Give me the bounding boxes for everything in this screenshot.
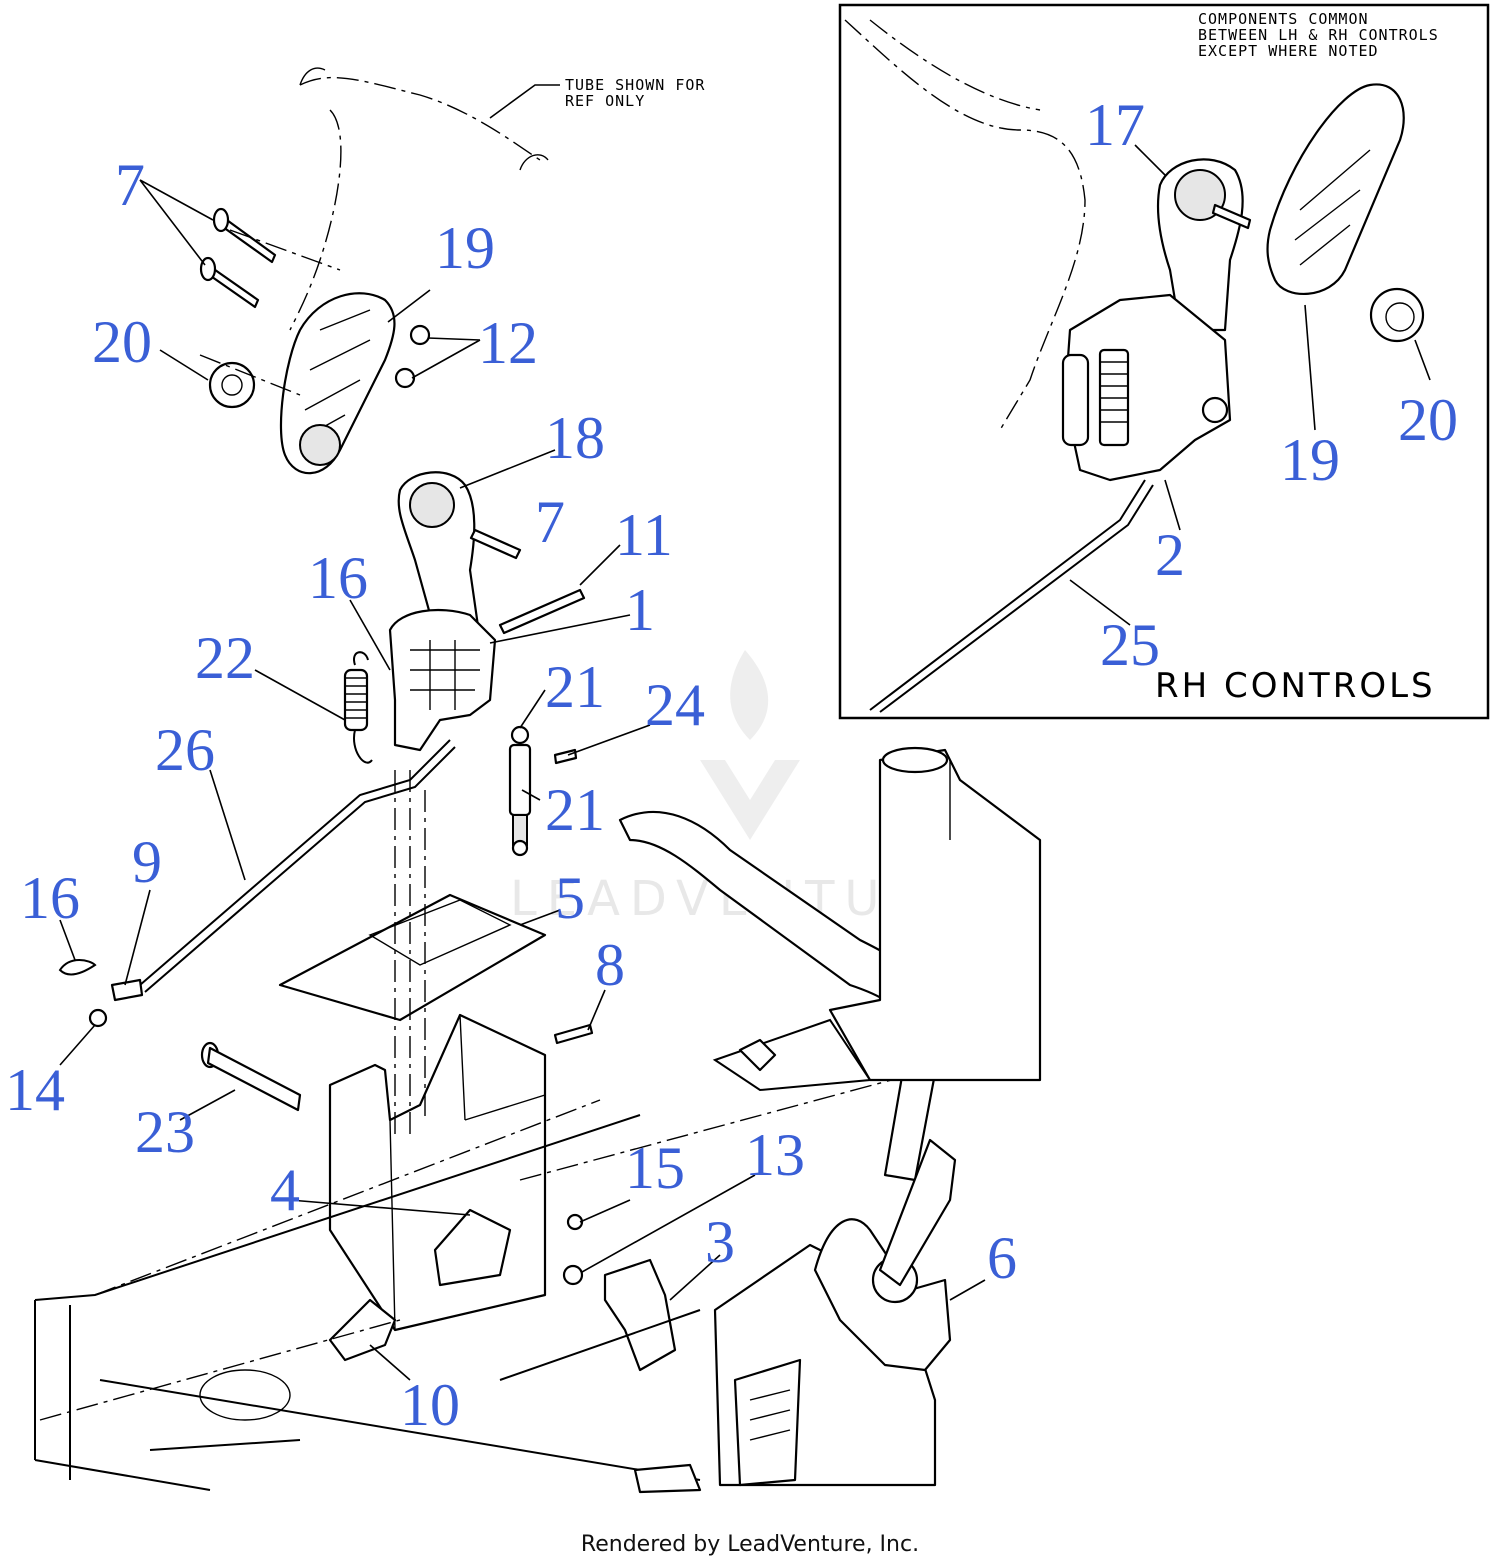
callout-21: 21	[545, 777, 605, 843]
tube-ref-note-line2: REF ONLY	[565, 92, 645, 110]
callout-13: 13	[745, 1122, 805, 1188]
callout-18: 18	[545, 405, 605, 471]
control-rod-26	[139, 739, 451, 986]
callout-4: 4	[270, 1157, 300, 1223]
callout-15: 15	[625, 1135, 685, 1201]
callout-14: 14	[5, 1057, 65, 1123]
callout-19: 19	[1280, 427, 1340, 493]
callout-24: 24	[645, 672, 705, 738]
footer-credit: Rendered by LeadVenture, Inc.	[580, 1532, 920, 1557]
washer-15	[566, 1213, 584, 1231]
swivel-9	[110, 978, 144, 1002]
callout-8: 8	[595, 932, 625, 998]
bracket-3	[603, 1258, 677, 1372]
damper-21	[508, 725, 532, 857]
callout-11: 11	[615, 502, 673, 568]
rod-25	[869, 479, 1146, 711]
plate-5	[278, 893, 547, 1022]
callout-17: 17	[1085, 92, 1145, 158]
callout-1: 1	[625, 577, 655, 643]
callout-19: 19	[435, 215, 495, 281]
pin-16	[58, 959, 97, 976]
bracket-4	[433, 1208, 512, 1287]
callout-20: 20	[92, 309, 152, 375]
screw-24	[553, 748, 578, 765]
reference-tube	[289, 76, 541, 331]
callout-23: 23	[135, 1099, 195, 1165]
callout-7: 7	[535, 489, 565, 555]
main-exploded-view: 7 19 20 12 18 7 11 16 1 22 21 24 26 21 9…	[5, 67, 1042, 1494]
nut-13	[562, 1264, 584, 1286]
callout-20: 20	[1398, 387, 1458, 453]
components-note-line1: COMPONENTS COMMON	[1198, 10, 1369, 28]
callout-10: 10	[400, 1372, 460, 1438]
callout-3: 3	[705, 1209, 735, 1275]
bolt-7-pair	[199, 207, 277, 309]
nut-12b	[394, 367, 416, 389]
bolt-23	[200, 1041, 302, 1112]
bracket-1	[388, 608, 497, 752]
callout-7: 7	[115, 152, 145, 218]
bolt-8	[553, 1023, 594, 1045]
tube-ref-note-line1: TUBE SHOWN FOR	[565, 76, 705, 94]
leader-lines	[59, 179, 986, 1381]
knob-20	[208, 361, 256, 409]
mount-tower	[328, 1013, 547, 1332]
callout-16: 16	[308, 545, 368, 611]
rh-controls-inset: COMPONENTS COMMON BETWEEN LH & RH CONTRO…	[838, 3, 1490, 720]
callout-5: 5	[555, 865, 585, 931]
callout-22: 22	[195, 625, 255, 691]
spring-22	[343, 651, 373, 764]
inset-title: RH CONTROLS	[1155, 666, 1436, 706]
callout-25: 25	[1100, 612, 1160, 678]
knob-20	[1369, 287, 1425, 343]
callout-21: 21	[545, 654, 605, 720]
cover-19	[1266, 83, 1405, 296]
callout-12: 12	[478, 310, 538, 376]
callout-6: 6	[987, 1225, 1017, 1291]
components-note-line3: EXCEPT WHERE NOTED	[1198, 42, 1379, 60]
nut-12a	[409, 324, 431, 346]
callout-26: 26	[155, 717, 215, 783]
callout-9: 9	[132, 829, 162, 895]
nut-14	[88, 1008, 108, 1028]
callout-16: 16	[20, 865, 80, 931]
callout-2: 2	[1155, 522, 1185, 588]
components-note-line2: BETWEEN LH & RH CONTROLS	[1198, 26, 1439, 44]
